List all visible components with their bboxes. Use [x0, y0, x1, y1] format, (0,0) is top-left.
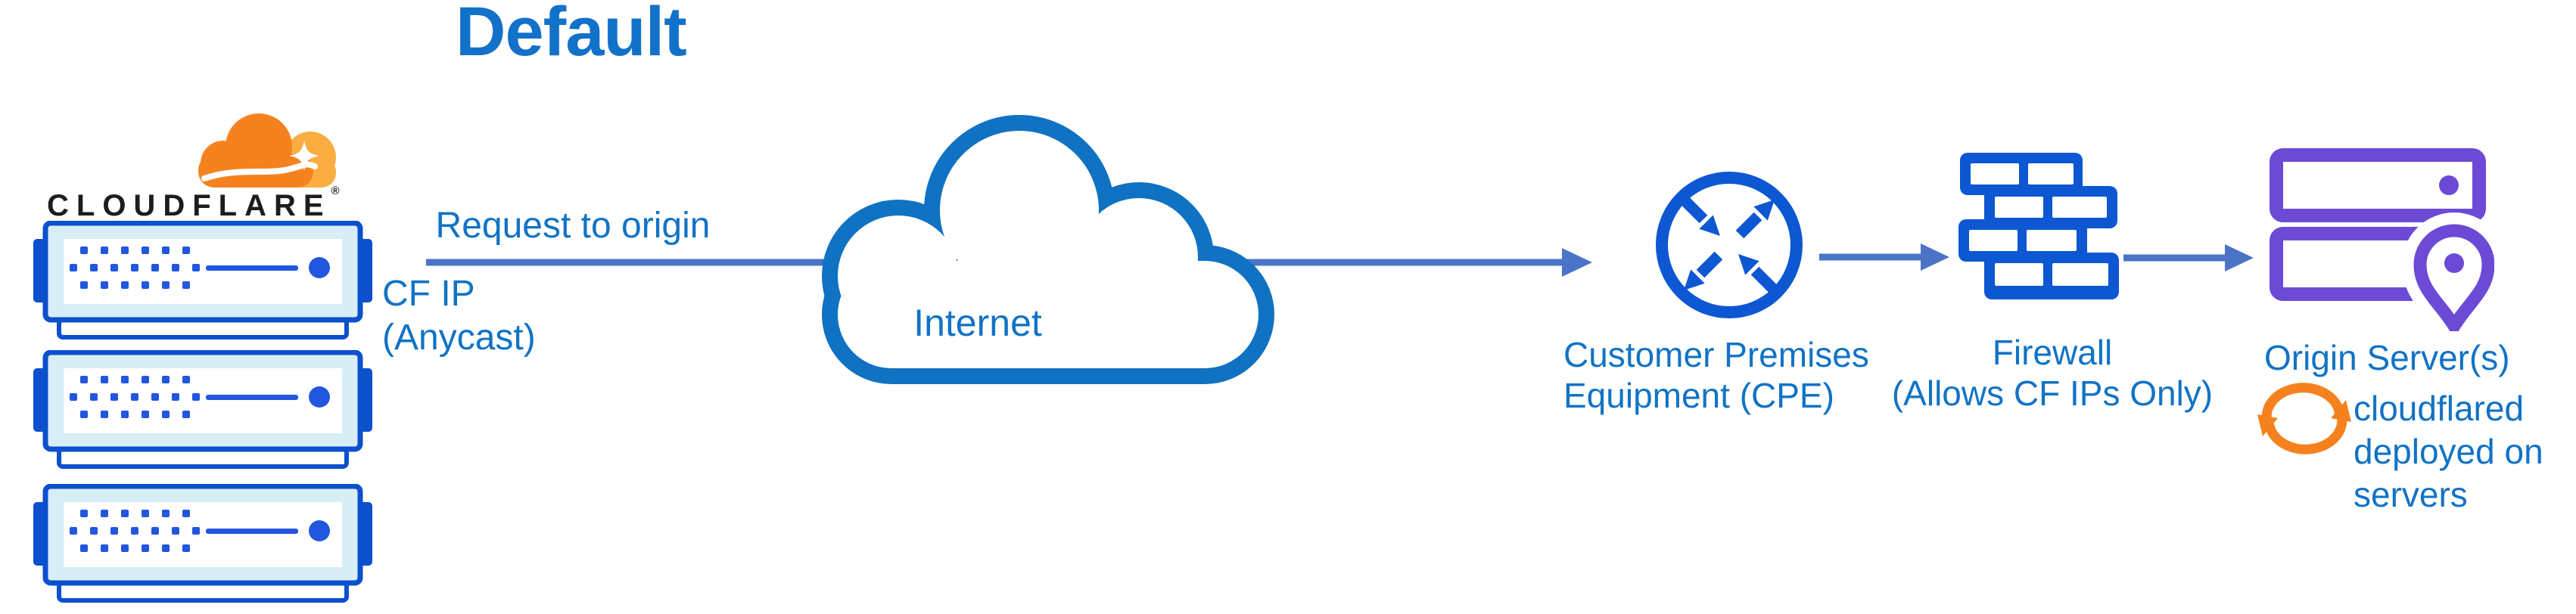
cpe-to-firewall-arrow	[1819, 243, 1949, 271]
firewall-to-origin-arrow	[2123, 244, 2254, 271]
location-pin-icon	[2413, 224, 2494, 331]
registered-mark: ®	[331, 185, 340, 197]
cloudflared-sync-icon	[2257, 383, 2351, 454]
internet-label: Internet	[913, 302, 1042, 344]
firewall-label: Firewall(Allows CF IPs Only)	[1891, 333, 2214, 413]
firewall-icon	[1958, 153, 2119, 299]
origin-server-label: Origin Server(s)	[2264, 338, 2510, 377]
origin-server-icon	[2270, 148, 2494, 331]
request-to-origin-label: Request to origin	[435, 206, 711, 246]
internet-cloud-icon	[822, 115, 1274, 384]
cloudflare-server-icon	[33, 221, 372, 340]
cloudflare-logo-icon	[198, 113, 336, 188]
cloudflare-wordmark: CLOUDFLARE®	[47, 185, 340, 222]
cloudflare-server-icon	[33, 350, 372, 469]
cloudflare-server-icon	[33, 484, 372, 603]
cpe-router-icon	[1656, 172, 1803, 318]
cf-ip-anycast-label: CF IP(Anycast)	[382, 274, 536, 358]
page-title: Default	[456, 0, 687, 70]
